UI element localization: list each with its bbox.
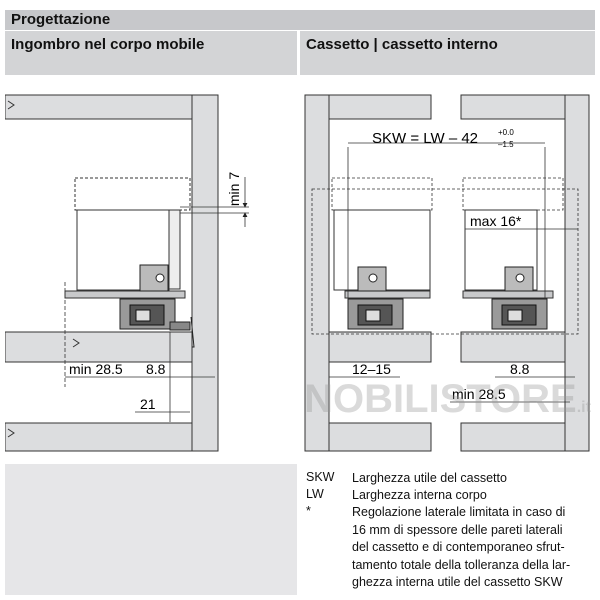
skw-tol-minus: –1.5 [498,140,514,149]
runner-mechanism [119,264,195,348]
dim-21-label: 21 [140,396,156,412]
middle-panel-left [328,331,432,363]
side-wall [191,94,219,452]
middle-panel-right [460,331,566,363]
dim-88-label-right: 8.8 [510,361,530,377]
legend-abbr: * [306,504,311,518]
drawer-envelope-dashed [311,188,579,335]
legend-text: ghezza interna utile del cassetto SKW [352,575,563,590]
legend: SKW Larghezza utile del cassetto LW Larg… [300,464,595,595]
runner-mechanism-right [491,266,548,330]
left-drawing-panel: min 7 min 28.5 8.8 21 [4,77,297,462]
legend-abbr: LW [306,487,324,501]
dim-1215-label: 12–15 [352,361,391,377]
left-column-header: Ingombro nel corpo mobile [5,31,297,75]
bottom-panel-left [328,422,432,452]
max16-label: max 16* [470,213,522,229]
legend-abbr: SKW [306,470,335,484]
right-column-title: Cassetto | cassetto interno [306,36,498,53]
dim-min285-label-right: min 28.5 [452,386,506,402]
cabinet-clearance-diagram: min 7 min 28.5 8.8 21 [4,94,249,452]
right-drawing-panel: SKW = LW – 42 +0.0 –1.5 max 16* 12–15 8.… [300,77,595,462]
skw-formula-label: SKW = LW – 42 [372,130,478,147]
bottom-panel [4,422,193,452]
dim-min285-label: min 28.5 [69,361,123,377]
legend-left-blank [5,464,297,595]
right-side-wall [564,94,590,452]
runner-mechanism-left [347,266,404,330]
right-column-header: Cassetto | cassetto interno [300,31,595,75]
top-panel-right [460,94,566,120]
legend-text: del cassetto e di contemporaneo sfrut- [352,540,565,555]
left-column-title: Ingombro nel corpo mobile [11,36,205,53]
legend-text: tamento totale della tolleranza della la… [352,557,571,572]
legend-text: Larghezza interna corpo [352,488,487,502]
watermark: NOBILISTORE.it [304,377,591,421]
section-title: Progettazione [11,11,111,28]
legend-text: 16 mm di spessore delle pareti laterali [352,522,563,537]
left-side-wall [304,94,330,452]
legend-text: Larghezza utile del cassetto [352,471,507,485]
top-panel [4,94,193,120]
skw-tol-plus: +0.0 [498,128,514,137]
legend-text: Regolazione laterale limitata in caso di [352,505,566,519]
drawer-bottom [64,290,186,299]
middle-panel [4,331,193,363]
bottom-panel-right [460,422,566,452]
top-panel-left [328,94,432,120]
dim-min7-label: min 7 [226,172,242,206]
dim-88-label: 8.8 [146,361,166,377]
drawer-width-diagram: SKW = LW – 42 +0.0 –1.5 max 16* 12–15 8.… [304,94,590,452]
section-header: Progettazione [5,10,595,30]
drawer-outline-dashed [74,177,191,211]
